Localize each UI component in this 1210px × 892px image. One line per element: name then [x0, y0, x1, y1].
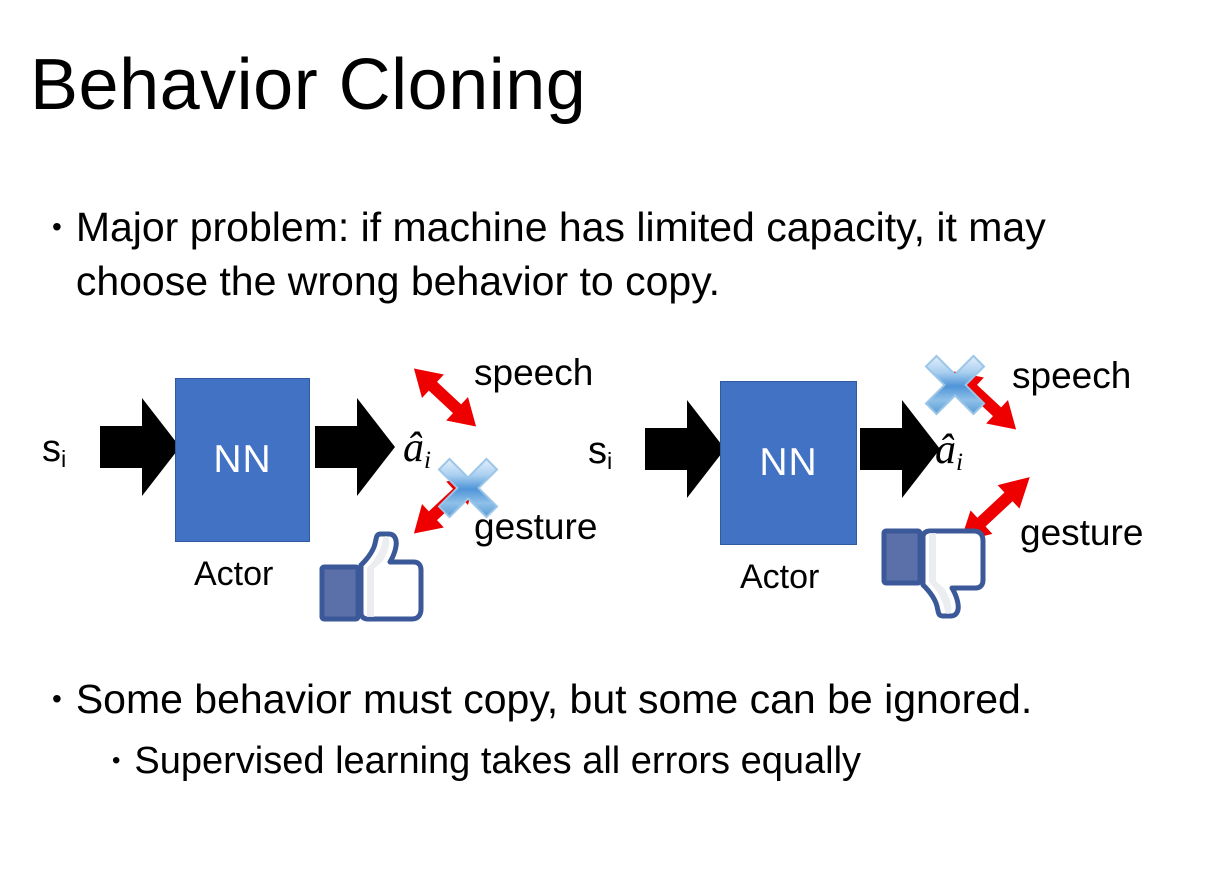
bullet-marker-icon: •	[112, 747, 121, 774]
state-label-left: si	[42, 428, 67, 473]
thumbs-down-icon	[881, 528, 986, 619]
output-label-gesture-right: gesture	[1020, 512, 1144, 553]
nn-box-label: NN	[213, 438, 272, 481]
bullet-text: Major problem: if machine has limited ca…	[75, 204, 1046, 304]
speech-arrow-right	[953, 371, 1017, 430]
action-label-left: âi	[403, 425, 431, 475]
output-label-speech-right: speech	[1012, 355, 1132, 396]
speech-arrow-left	[413, 368, 477, 427]
bullet-item-some-behavior: • Some behavior must copy, but some can …	[52, 672, 1162, 726]
input-arrow-right	[645, 400, 725, 498]
cross-out-icon-right	[924, 354, 986, 416]
bullet-item-supervised-learning: • Supervised learning takes all errors e…	[112, 734, 1172, 788]
state-label-right: si	[588, 430, 613, 475]
bullet-marker-icon: •	[52, 683, 62, 714]
nn-box-right: NN	[720, 381, 857, 545]
bullet-text: Some behavior must copy, but some can be…	[75, 676, 1033, 722]
bullet-item-major-problem: • Major problem: if machine has limited …	[52, 200, 1102, 308]
bullet-text: Supervised learning takes all errors equ…	[134, 740, 862, 782]
output-label-speech-left: speech	[474, 352, 594, 393]
action-label-right: âi	[935, 427, 963, 477]
thumbs-up-icon	[319, 531, 424, 622]
nn-box-left: NN	[175, 378, 310, 542]
actor-caption-right: Actor	[740, 558, 820, 596]
gesture-arrow-right	[960, 477, 1030, 542]
page-title: Behavior Cloning	[30, 45, 587, 125]
output-label-gesture-left: gesture	[474, 506, 598, 547]
nn-box-label: NN	[759, 441, 818, 484]
bullet-marker-icon: •	[52, 211, 62, 242]
actor-caption-left: Actor	[194, 555, 274, 593]
input-arrow-left	[100, 398, 180, 496]
output-arrow-left	[315, 398, 395, 496]
cross-out-icon-left	[437, 457, 499, 519]
output-arrow-right	[860, 400, 940, 498]
